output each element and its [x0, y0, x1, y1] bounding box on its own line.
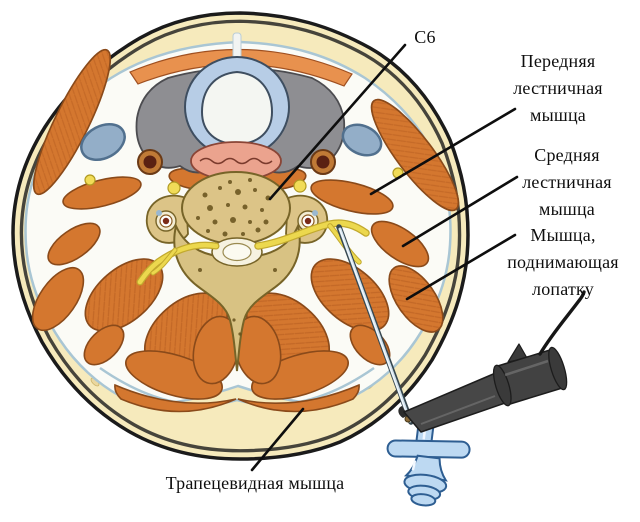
middle-scalene-right: [370, 220, 430, 268]
esophagus: [190, 141, 282, 181]
leader-line-levator-scapulae: [405, 233, 517, 301]
posterior-arch: [173, 222, 301, 372]
sternocleidomastoid-muscles: [32, 48, 460, 212]
paraspinal-muscles: [83, 258, 391, 400]
label-levator-scapulae-muscle: Мышца, поднимающая лопатку: [507, 225, 619, 299]
label-middle-scalene-muscle: Средняя лестничная мышца: [522, 145, 612, 219]
leader-line-trapezius: [250, 407, 305, 472]
cricoid-cartilage: [184, 56, 290, 158]
spinal-cord: [222, 242, 252, 262]
anterior-scalene-right: [310, 179, 394, 215]
stimulator-wire: [538, 290, 586, 356]
posterior-fascia-line: [99, 366, 375, 406]
small-nerve-nodes: [84, 167, 404, 195]
vertebral-body: [181, 171, 291, 245]
airway-lumen: [200, 70, 274, 146]
cancellous-bone-speckles: [196, 178, 277, 336]
c6-nerve-roots: [136, 219, 370, 286]
trapezius-muscle: [114, 383, 360, 413]
label-anterior-scalene-muscle: Передняя лестничная мышца: [513, 51, 603, 125]
nerve-stimulator-clip: [398, 290, 586, 433]
leader-line-c6: [268, 43, 407, 201]
leader-line-anterior-scalene: [369, 107, 517, 196]
jugular-vein-right: [341, 123, 383, 157]
needle-hub: [386, 417, 471, 507]
label-trapezius-muscle: Трапецевидная мышца: [165, 473, 345, 493]
jugular-vein-left: [80, 122, 126, 162]
carotid-arteries: [137, 149, 336, 175]
leader-lines: [250, 43, 519, 472]
leader-line-middle-scalene: [401, 175, 519, 248]
block-needle: [336, 224, 414, 425]
label-c6: С6: [414, 27, 436, 47]
jugular-veins: [80, 122, 383, 162]
